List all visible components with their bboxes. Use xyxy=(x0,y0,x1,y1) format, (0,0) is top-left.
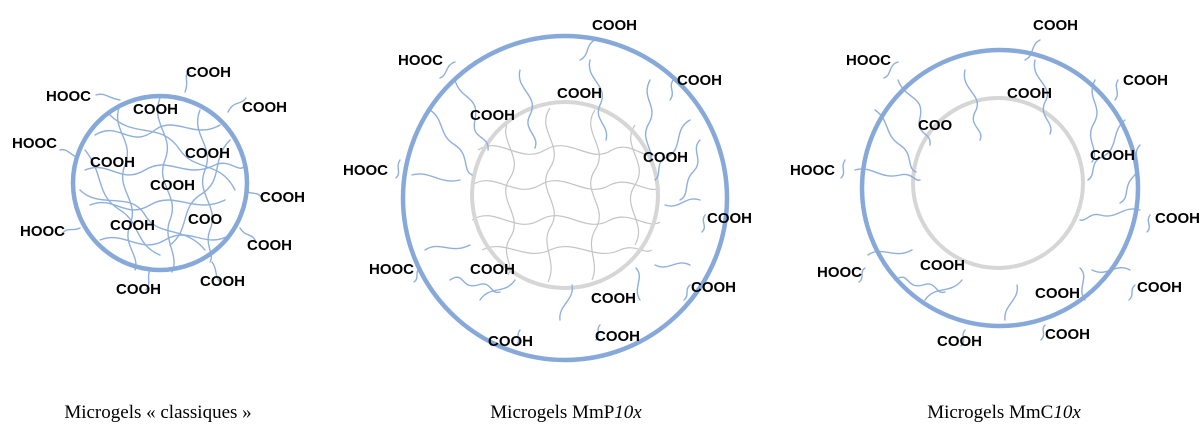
group-label: COOH xyxy=(247,237,292,254)
group-label: COOH xyxy=(1035,285,1080,302)
group-label: COOH xyxy=(488,333,533,350)
group-label: COOH xyxy=(242,99,287,116)
panel-mmc: COOH HOOC COOH COOH COO COOH HOOC COOH C… xyxy=(790,17,1200,350)
polymer-chains xyxy=(840,39,1151,347)
caption-classic: Microgels « classiques » xyxy=(64,402,251,423)
group-label: COOH xyxy=(110,217,155,234)
group-label: COOH xyxy=(470,107,515,124)
group-label: COOH xyxy=(595,328,640,345)
group-label: HOOC xyxy=(343,162,388,179)
group-label: COOH xyxy=(133,101,178,118)
core-network xyxy=(471,107,661,283)
group-label: HOOC xyxy=(369,261,414,278)
group-label: COOH xyxy=(1045,326,1090,343)
group-label: COOH xyxy=(557,85,602,102)
group-label: COOH xyxy=(1155,210,1200,227)
group-label: HOOC xyxy=(817,264,862,281)
group-label: COOH xyxy=(1033,17,1078,34)
group-label: COOH xyxy=(592,17,637,34)
caption-mmc: Microgels MmC10x xyxy=(927,402,1081,423)
microgel-shell xyxy=(400,33,730,363)
group-label: COOH xyxy=(200,273,245,290)
group-label: COOH xyxy=(150,177,195,194)
group-label: HOOC xyxy=(46,88,91,105)
group-label: COOH xyxy=(707,210,752,227)
panel-mmp: COOH HOOC COOH COOH COOH HOOC COOH HOOC … xyxy=(343,17,752,363)
group-label: COOH xyxy=(677,72,722,89)
group-label: COOH xyxy=(1007,85,1052,102)
group-label: COOH xyxy=(1137,279,1182,296)
core-particle xyxy=(470,100,660,290)
group-label: COOH xyxy=(591,290,636,307)
caption-mmp: Microgels MmP10x xyxy=(490,402,642,423)
carboxyl-labels: COOH HOOC COOH COOH COOH HOOC COOH HOOC … xyxy=(343,17,752,350)
group-label: COOH xyxy=(90,154,135,171)
carboxyl-labels: COOH HOOC COOH COOH COO COOH HOOC COOH C… xyxy=(790,17,1200,350)
group-label: HOOC xyxy=(846,52,891,69)
group-label: HOOC xyxy=(20,223,65,240)
group-label: COO xyxy=(918,117,953,134)
group-label: COOH xyxy=(1090,147,1135,164)
group-label: HOOC xyxy=(12,135,57,152)
core-particle xyxy=(911,96,1085,270)
group-label: COOH xyxy=(1123,72,1168,89)
microgel-shell xyxy=(70,93,250,273)
polymer-chains xyxy=(395,39,706,347)
group-label: COO xyxy=(188,211,223,228)
group-label: COOH xyxy=(937,333,982,350)
group-label: COOH xyxy=(260,189,305,206)
microgel-shell xyxy=(859,47,1141,329)
group-label: COOH xyxy=(186,64,231,81)
group-label: HOOC xyxy=(398,52,443,69)
group-label: COOH xyxy=(470,261,515,278)
group-label: COOH xyxy=(116,281,161,298)
polymer-chains xyxy=(59,71,263,291)
panel-classic: COOH HOOC COOH COOH HOOC COOH COOH COOH … xyxy=(12,64,305,298)
group-label: COOH xyxy=(185,145,230,162)
group-label: HOOC xyxy=(790,162,835,179)
group-label: COOH xyxy=(643,149,688,166)
group-label: COOH xyxy=(920,257,965,274)
group-label: COOH xyxy=(691,279,736,296)
carboxyl-labels: COOH HOOC COOH COOH HOOC COOH COOH COOH … xyxy=(12,64,305,298)
